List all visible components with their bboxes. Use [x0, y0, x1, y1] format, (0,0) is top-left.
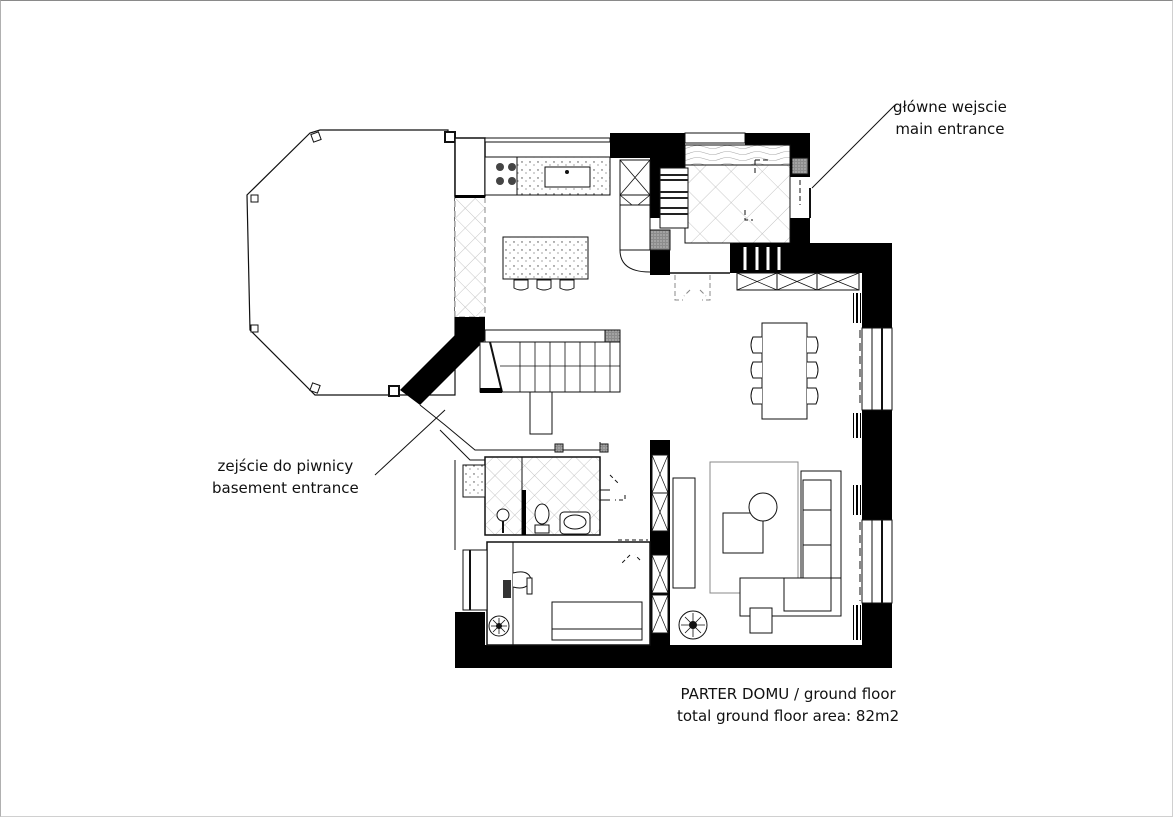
l-sofa	[739, 470, 842, 634]
coffee-table-round	[748, 492, 778, 522]
basement-entrance-label: zejście do piwnicy basement entrance	[212, 455, 359, 499]
basement-entrance-leader	[374, 409, 446, 476]
living-room	[672, 461, 842, 640]
entrance-hall	[659, 144, 860, 301]
drawing-title: PARTER DOMU / ground floor	[680, 685, 896, 703]
sink-icon	[544, 166, 591, 188]
drawing-title-block: PARTER DOMU / ground floor total ground …	[677, 683, 899, 727]
dining-chairs	[750, 336, 819, 405]
bathroom	[462, 456, 626, 536]
tall-cabinets	[651, 454, 669, 634]
cooktop-icon	[496, 163, 516, 185]
main-entrance-leader	[811, 104, 896, 189]
staircase	[479, 329, 621, 435]
radiators	[853, 293, 861, 640]
toilet-icon	[534, 503, 550, 525]
plant-icon	[678, 610, 708, 640]
daybed	[551, 601, 643, 641]
office	[462, 539, 651, 646]
kitchen-island	[502, 236, 589, 280]
basement-entrance-label-pl: zejście do piwnicy	[217, 457, 354, 475]
tv-console	[672, 477, 696, 589]
kitchen	[484, 156, 671, 291]
terrace-door-strip	[454, 196, 486, 318]
stool-icons	[513, 279, 575, 291]
drawing-area-note: total ground floor area: 82m2	[677, 707, 900, 725]
main-entrance-label-pl: główne wejscie	[893, 98, 1007, 116]
main-entrance-label-en: main entrance	[895, 120, 1005, 138]
laptop-icon	[503, 580, 511, 598]
main-entrance-label: główne wejscie main entrance	[893, 96, 1007, 140]
basement-entrance-label-en: basement entrance	[212, 479, 359, 497]
shower-icon	[496, 508, 510, 522]
terrace	[246, 129, 456, 397]
right-windows	[859, 327, 893, 604]
dining-area	[750, 322, 819, 420]
plant-icon	[488, 615, 510, 637]
